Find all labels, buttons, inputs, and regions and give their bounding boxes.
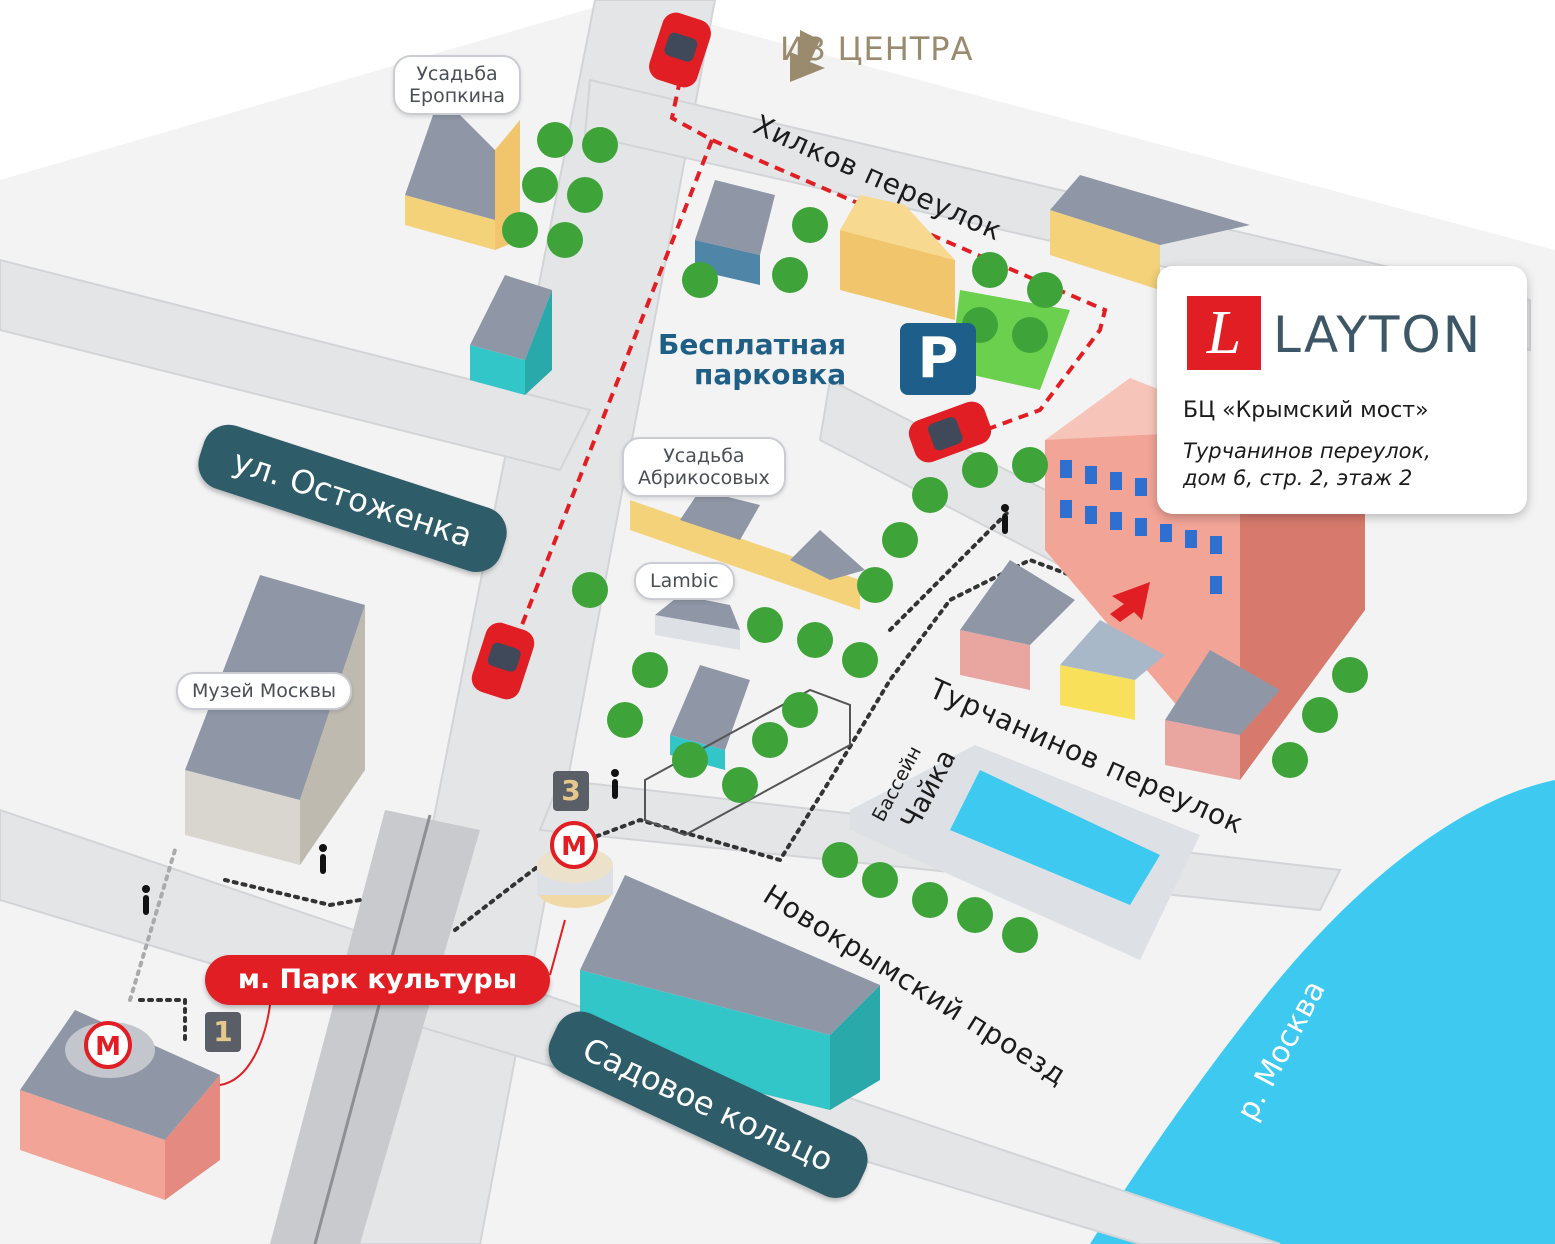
landmark-abrikosov-line2: Абрикосовых bbox=[638, 467, 770, 489]
building-northeast bbox=[1050, 175, 1250, 290]
car-parking bbox=[908, 401, 992, 463]
parking-label-line2: парковка bbox=[693, 358, 847, 391]
direction-label: ИЗ ЦЕНТРА bbox=[780, 30, 974, 68]
teal-building-south bbox=[580, 875, 880, 1110]
yellow-building-north bbox=[840, 195, 955, 320]
landmark-eropkin-line1: Усадьба bbox=[416, 63, 498, 85]
brand-name: LAYTON bbox=[1273, 306, 1483, 364]
metro-station-label: м. Парк культуры bbox=[205, 955, 550, 1005]
abrikosov-estate-building bbox=[630, 490, 865, 610]
parking-label: Бесплатная парковка bbox=[658, 330, 846, 390]
pedestrian-route bbox=[138, 508, 1112, 1042]
office-address: Турчанинов переулок, дом 6, стр. 2, этаж… bbox=[1183, 438, 1513, 492]
business-center-name: БЦ «Крымский мост» bbox=[1183, 398, 1429, 423]
pedestrian-route-grey bbox=[128, 848, 177, 1002]
office-info-card: L LAYTON БЦ «Крымский мост» Турчанинов п… bbox=[1157, 266, 1527, 514]
trees bbox=[502, 122, 1368, 953]
car-route bbox=[518, 79, 1108, 631]
landmark-lambic: Lambic bbox=[634, 562, 735, 600]
lambic-building bbox=[655, 595, 740, 650]
landmark-eropkin-estate: Усадьба Еропкина bbox=[393, 55, 522, 115]
landmark-museum: Музей Москвы bbox=[176, 672, 352, 710]
landmark-eropkin-line2: Еропкина bbox=[409, 85, 506, 107]
car-ostozhenka bbox=[471, 622, 535, 700]
pedestrian-icons bbox=[142, 504, 1009, 915]
rail-line bbox=[270, 810, 480, 1244]
layton-logo-icon: L bbox=[1187, 296, 1261, 370]
metro-label-connectors bbox=[219, 919, 566, 1086]
parking-label-line1: Бесплатная bbox=[658, 328, 847, 361]
parking-sign: P bbox=[900, 323, 976, 395]
entrance-arrow bbox=[1110, 582, 1150, 622]
svg-text:M: M bbox=[561, 832, 587, 862]
landmark-abrikosov-estate: Усадьба Абрикосовых bbox=[622, 437, 786, 497]
courtyard-buildings bbox=[960, 560, 1280, 780]
car-top bbox=[649, 12, 711, 88]
logo-letter: L bbox=[1206, 299, 1242, 367]
metro-logo-1: M bbox=[84, 1021, 132, 1069]
address-line2: дом 6, стр. 2, этаж 2 bbox=[1183, 466, 1413, 490]
river-moskva bbox=[1090, 780, 1555, 1244]
pool-chaika bbox=[850, 745, 1200, 960]
svg-text:M: M bbox=[95, 1032, 121, 1062]
address-line1: Турчанинов переулок, bbox=[1183, 439, 1431, 463]
landmark-abrikosov-line1: Усадьба bbox=[663, 445, 745, 467]
turquoise-building-north bbox=[470, 275, 552, 395]
metro-logo-3: M bbox=[550, 821, 598, 869]
direction-arrow bbox=[790, 30, 825, 82]
metro-exit-1-badge: 1 bbox=[205, 1012, 241, 1052]
metro-exit-3-badge: 3 bbox=[553, 771, 589, 811]
